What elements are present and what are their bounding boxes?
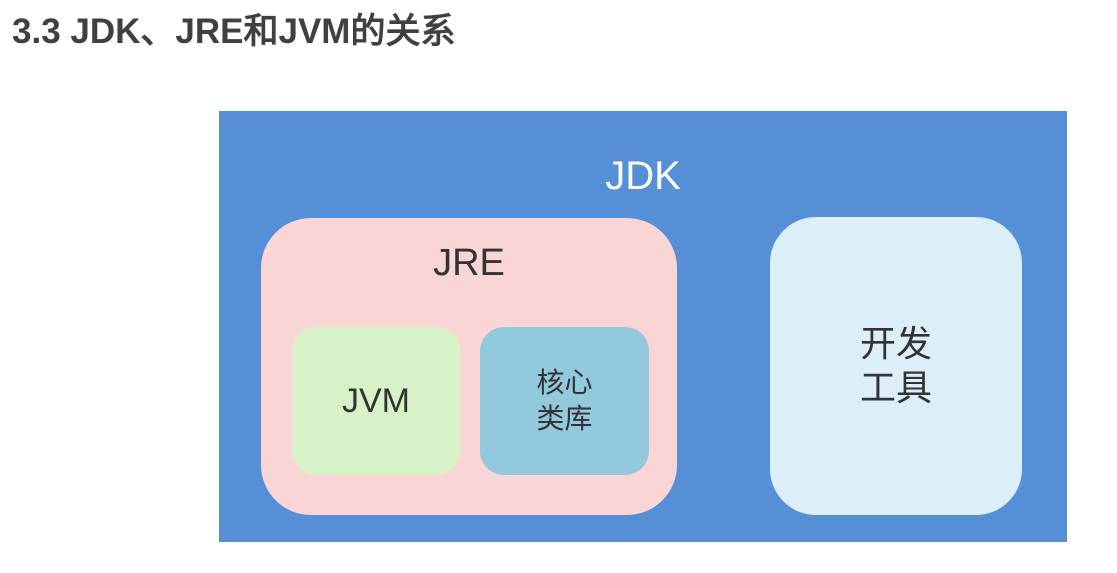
- dev-tools-label-line1: 开发: [859, 323, 932, 364]
- page-title: 3.3 JDK、JRE和JVM的关系: [12, 12, 456, 51]
- jre-label: JRE: [433, 242, 505, 284]
- core-library-box: 核心 类库: [480, 327, 649, 475]
- jdk-box: JDK JRE JVM 核心 类库 开发 工具: [219, 111, 1067, 542]
- jre-box: JRE JVM 核心 类库: [261, 218, 677, 515]
- dev-tools-label-line2: 工具: [859, 367, 932, 408]
- jvm-box: JVM: [292, 327, 460, 475]
- core-library-label-line2: 类库: [536, 403, 593, 434]
- core-library-label-line1: 核心: [536, 367, 593, 398]
- jvm-label: JVM: [342, 381, 410, 420]
- dev-tools-box: 开发 工具: [770, 217, 1022, 515]
- jdk-label: JDK: [605, 154, 681, 198]
